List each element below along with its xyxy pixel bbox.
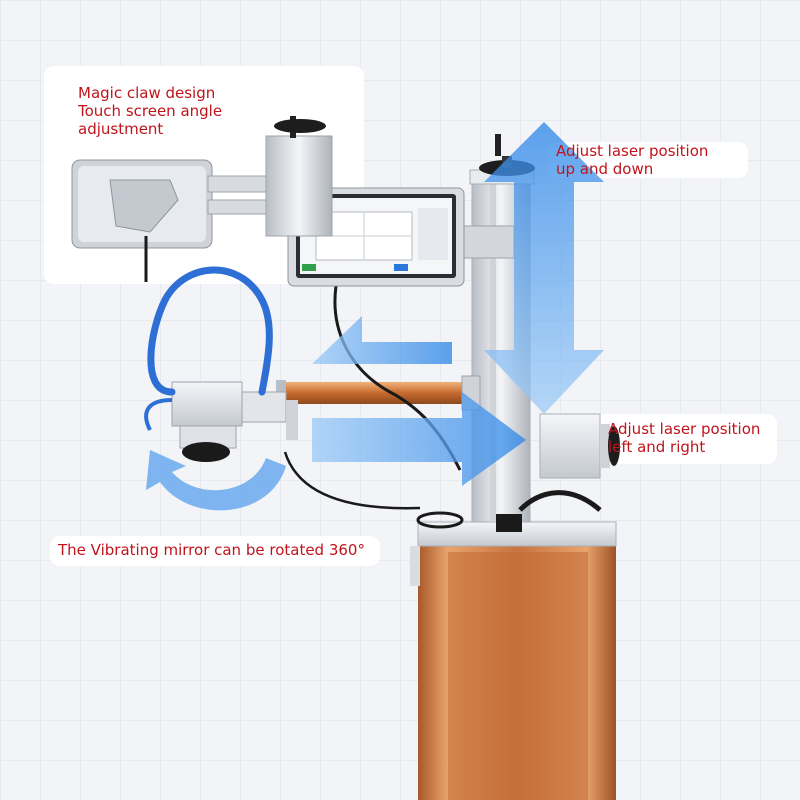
touchscreen-arm bbox=[463, 225, 515, 259]
callout-rotate-text: The Vibrating mirror can be rotated 360° bbox=[58, 541, 365, 559]
horizontal-slider-block bbox=[539, 413, 620, 479]
horizontal-rod bbox=[276, 375, 481, 411]
galvo-head bbox=[171, 381, 298, 462]
callout-magic-claw-line-2: Touch screen angle bbox=[78, 102, 223, 120]
claw-detail-illustration bbox=[71, 116, 333, 282]
black-cable-2 bbox=[283, 451, 421, 510]
callout-up-down-line-1: Adjust laser position bbox=[556, 142, 709, 160]
rotate-label-panel bbox=[50, 536, 380, 566]
black-cable-3 bbox=[518, 490, 602, 512]
callout-left-right: Adjust laser position left and right bbox=[608, 420, 760, 456]
left-right-label-panel bbox=[592, 414, 777, 464]
callout-magic-claw: Magic claw design Touch screen angle adj… bbox=[78, 84, 222, 138]
callout-left-right-line-2: left and right bbox=[608, 438, 706, 456]
callout-up-down-line-2: up and down bbox=[556, 160, 654, 178]
double-vertical-arrow-icon bbox=[484, 122, 604, 414]
machine-cabinet bbox=[410, 521, 617, 800]
callout-up-down: Adjust laser position up and down bbox=[556, 142, 708, 178]
callout-rotate: The Vibrating mirror can be rotated 360° bbox=[58, 541, 365, 559]
callout-left-right-line-1: Adjust laser position bbox=[608, 420, 761, 438]
callout-magic-claw-line-1: Magic claw design bbox=[78, 84, 216, 102]
fiber-cable bbox=[147, 266, 273, 396]
circular-rotation-arrow-icon bbox=[146, 450, 286, 511]
double-horizontal-arrow-icon bbox=[312, 316, 526, 486]
callout-magic-claw-line-3: adjustment bbox=[78, 120, 164, 138]
